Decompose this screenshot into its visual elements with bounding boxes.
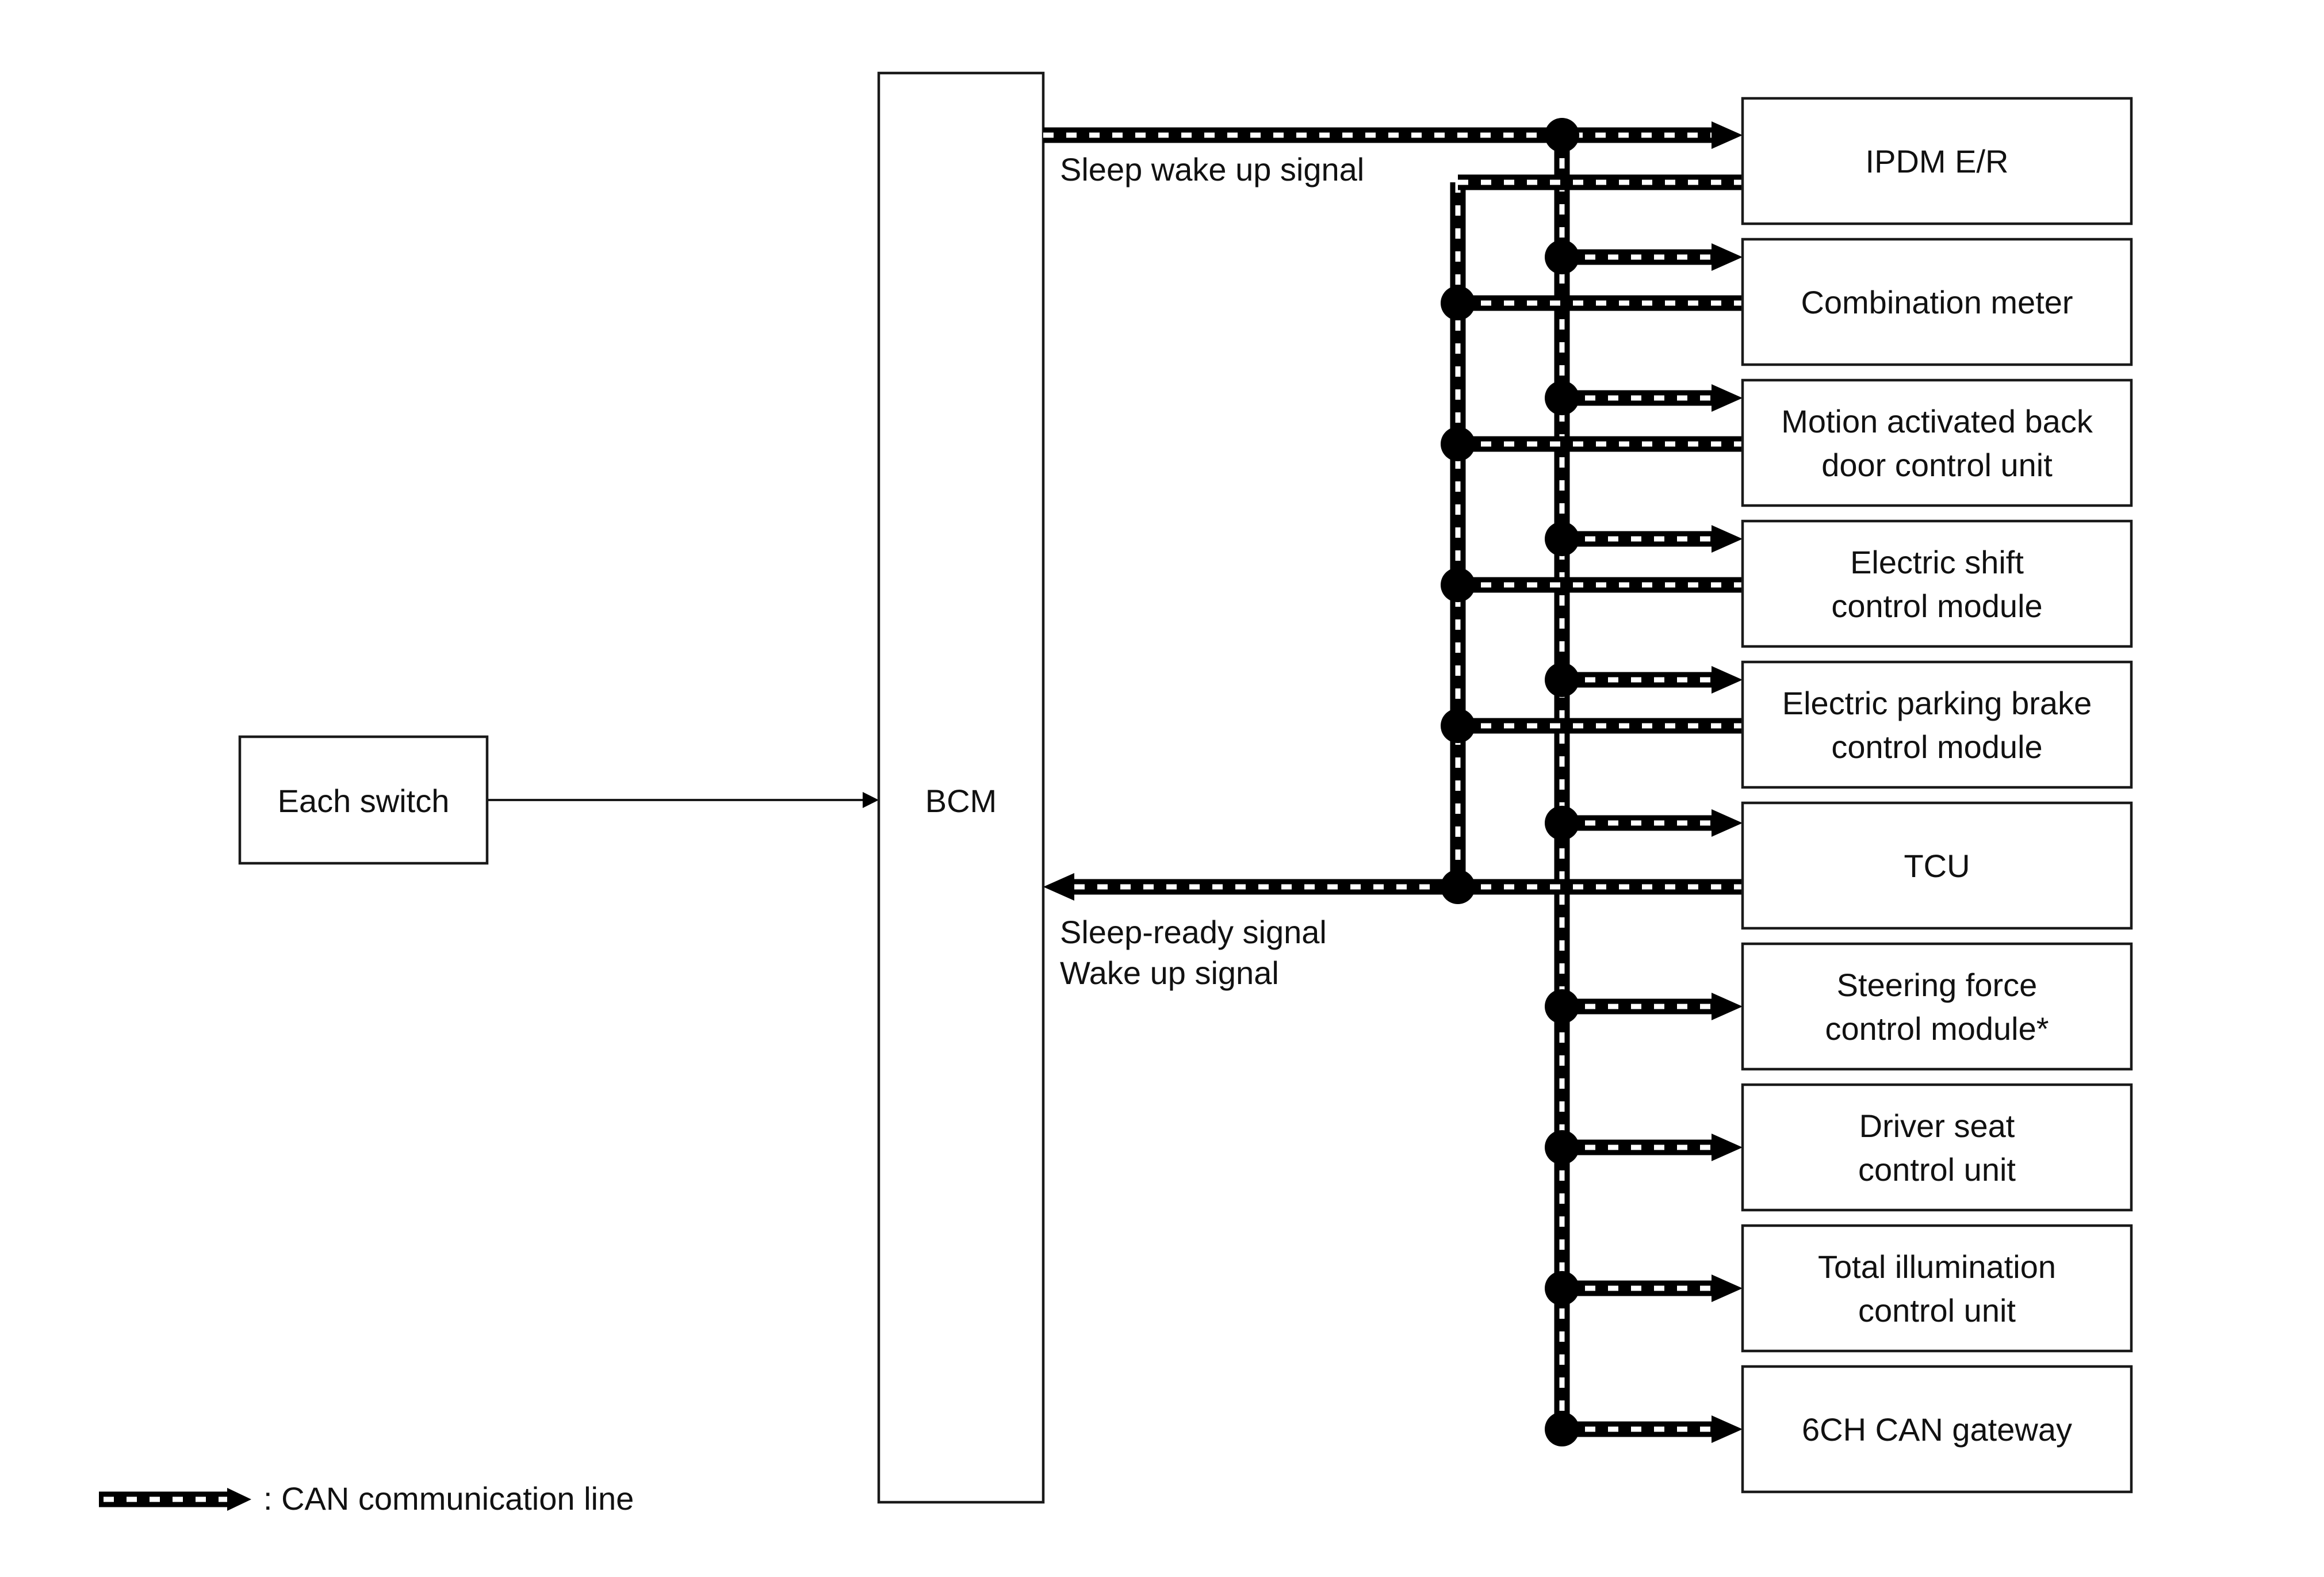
module-electric-parking-brake-control-module-box bbox=[1741, 660, 2133, 789]
feed-arrowhead-driver-seat-control-unit bbox=[1712, 1134, 1743, 1161]
module-total-illumination-control-unit-label-line-2: control unit bbox=[1858, 1292, 2016, 1329]
module-total-illumination-control-unit-box bbox=[1741, 1224, 2133, 1353]
module-steering-force-control-module: Steering force control module* bbox=[1741, 942, 2133, 1071]
module-6ch-can-gateway: 6CH CAN gateway bbox=[1741, 1365, 2133, 1494]
module-steering-force-control-module-label-line-2: control module* bbox=[1825, 1010, 2049, 1047]
module-electric-parking-brake-control-module-label-line-2: control module bbox=[1831, 729, 2042, 765]
module-electric-shift-control-module: Electric shift control module bbox=[1741, 519, 2133, 648]
module-motion-activated-back-door-control-unit-label-line-2: door control unit bbox=[1821, 447, 2053, 483]
sleep-wake-up-signal-label: Sleep wake up signal bbox=[1060, 151, 1364, 187]
legend: : CAN communication line bbox=[99, 1480, 634, 1517]
outgoing-junction-driver-seat-control-unit bbox=[1545, 1130, 1579, 1165]
module-electric-parking-brake-control-module-label-line-1: Electric parking brake bbox=[1782, 685, 2092, 721]
each-switch-block: Each switch bbox=[238, 735, 489, 865]
can-bus-junctions bbox=[1441, 118, 1579, 1446]
each-switch-box bbox=[238, 735, 489, 865]
module-steering-force-control-module-box bbox=[1741, 942, 2133, 1071]
bcm-box bbox=[877, 71, 1045, 1504]
wake-up-signal-label: Wake up signal bbox=[1060, 955, 1279, 991]
feed-arrowhead-steering-force-control-module bbox=[1712, 993, 1743, 1020]
module-electric-shift-control-module-box bbox=[1741, 519, 2133, 648]
sleep-ready-arrowhead bbox=[1043, 873, 1074, 901]
outgoing-junction-electric-shift-control-module bbox=[1545, 522, 1579, 556]
module-driver-seat-control-unit-label-line-2: control unit bbox=[1858, 1151, 2016, 1188]
return-junction-combination-meter bbox=[1441, 286, 1475, 320]
module-ipdm-e-r-label-line-1: IPDM E/R bbox=[1866, 143, 2009, 179]
can-bus-lines bbox=[1043, 127, 1743, 1437]
module-tcu-label-line-1: TCU bbox=[1904, 848, 1970, 884]
module-driver-seat-control-unit-box bbox=[1741, 1083, 2133, 1212]
module-driver-seat-control-unit-label-line-1: Driver seat bbox=[1859, 1108, 2015, 1144]
outgoing-junction-ipdm bbox=[1545, 118, 1579, 152]
module-combination-meter-label-line-1: Combination meter bbox=[1801, 284, 2073, 320]
legend-arrowhead bbox=[227, 1488, 251, 1511]
outgoing-junction-steering-force-control-module bbox=[1545, 989, 1579, 1024]
can-bus-arrowheads bbox=[1043, 121, 1743, 1443]
outgoing-junction-electric-parking-brake-control-module bbox=[1545, 663, 1579, 697]
feed-arrowhead-motion-activated-back-door-control-unit bbox=[1712, 384, 1743, 412]
module-motion-activated-back-door-control-unit: Motion activated back door control unit bbox=[1741, 378, 2133, 507]
module-steering-force-control-module-label-line-1: Steering force bbox=[1837, 967, 2038, 1003]
sleep-wake-up-arrowhead bbox=[1712, 121, 1743, 149]
return-junction-tcu bbox=[1441, 870, 1475, 904]
sleep-ready-signal-label: Sleep-ready signal bbox=[1060, 914, 1327, 950]
feed-arrowhead-combination-meter bbox=[1712, 243, 1743, 271]
module-motion-activated-back-door-control-unit-box bbox=[1741, 378, 2133, 507]
feed-arrowhead-tcu bbox=[1712, 809, 1743, 837]
module-tcu: TCU bbox=[1741, 801, 2133, 930]
module-motion-activated-back-door-control-unit-label-line-1: Motion activated back bbox=[1781, 403, 2093, 439]
module-driver-seat-control-unit: Driver seat control unit bbox=[1741, 1083, 2133, 1212]
bcm-label: BCM bbox=[925, 783, 997, 819]
outgoing-junction-total-illumination-control-unit bbox=[1545, 1271, 1579, 1306]
module-6ch-can-gateway-box bbox=[1741, 1365, 2133, 1494]
bcm-block: BCM bbox=[877, 71, 1045, 1504]
return-junction-electric-parking-brake-control-module bbox=[1441, 709, 1475, 743]
module-combination-meter-box bbox=[1741, 238, 2133, 366]
return-junction-electric-shift-control-module bbox=[1441, 568, 1475, 602]
feed-arrowhead-6ch-can-gateway bbox=[1712, 1415, 1743, 1443]
outgoing-junction-combination-meter bbox=[1545, 240, 1579, 274]
module-electric-parking-brake-control-module: Electric parking brake control module bbox=[1741, 660, 2133, 789]
module-ipdm-e-r-box bbox=[1741, 97, 2133, 225]
module-electric-shift-control-module-label-line-1: Electric shift bbox=[1850, 544, 2024, 580]
outgoing-junction-tcu bbox=[1545, 806, 1579, 840]
outgoing-junction-motion-activated-back-door-control-unit bbox=[1545, 381, 1579, 415]
module-tcu-box bbox=[1741, 801, 2133, 930]
return-junction-motion-activated-back-door-control-unit bbox=[1441, 427, 1475, 461]
module-electric-shift-control-module-label-line-2: control module bbox=[1831, 588, 2042, 624]
module-ipdm-e-r: IPDM E/R bbox=[1741, 97, 2133, 225]
legend-label: : CAN communication line bbox=[263, 1480, 634, 1517]
feed-arrowhead-total-illumination-control-unit bbox=[1712, 1274, 1743, 1302]
module-combination-meter: Combination meter bbox=[1741, 238, 2133, 366]
feed-arrowhead-electric-shift-control-module bbox=[1712, 525, 1743, 553]
switch-to-bcm-arrowhead bbox=[863, 792, 879, 808]
module-total-illumination-control-unit: Total illumination control unit bbox=[1741, 1224, 2133, 1353]
module-total-illumination-control-unit-label-line-1: Total illumination bbox=[1818, 1249, 2056, 1285]
each-switch-label: Each switch bbox=[278, 783, 450, 819]
feed-arrowhead-electric-parking-brake-control-module bbox=[1712, 666, 1743, 694]
module-6ch-can-gateway-label-line-1: 6CH CAN gateway bbox=[1802, 1411, 2072, 1448]
outgoing-junction-6ch-can-gateway bbox=[1545, 1412, 1579, 1446]
